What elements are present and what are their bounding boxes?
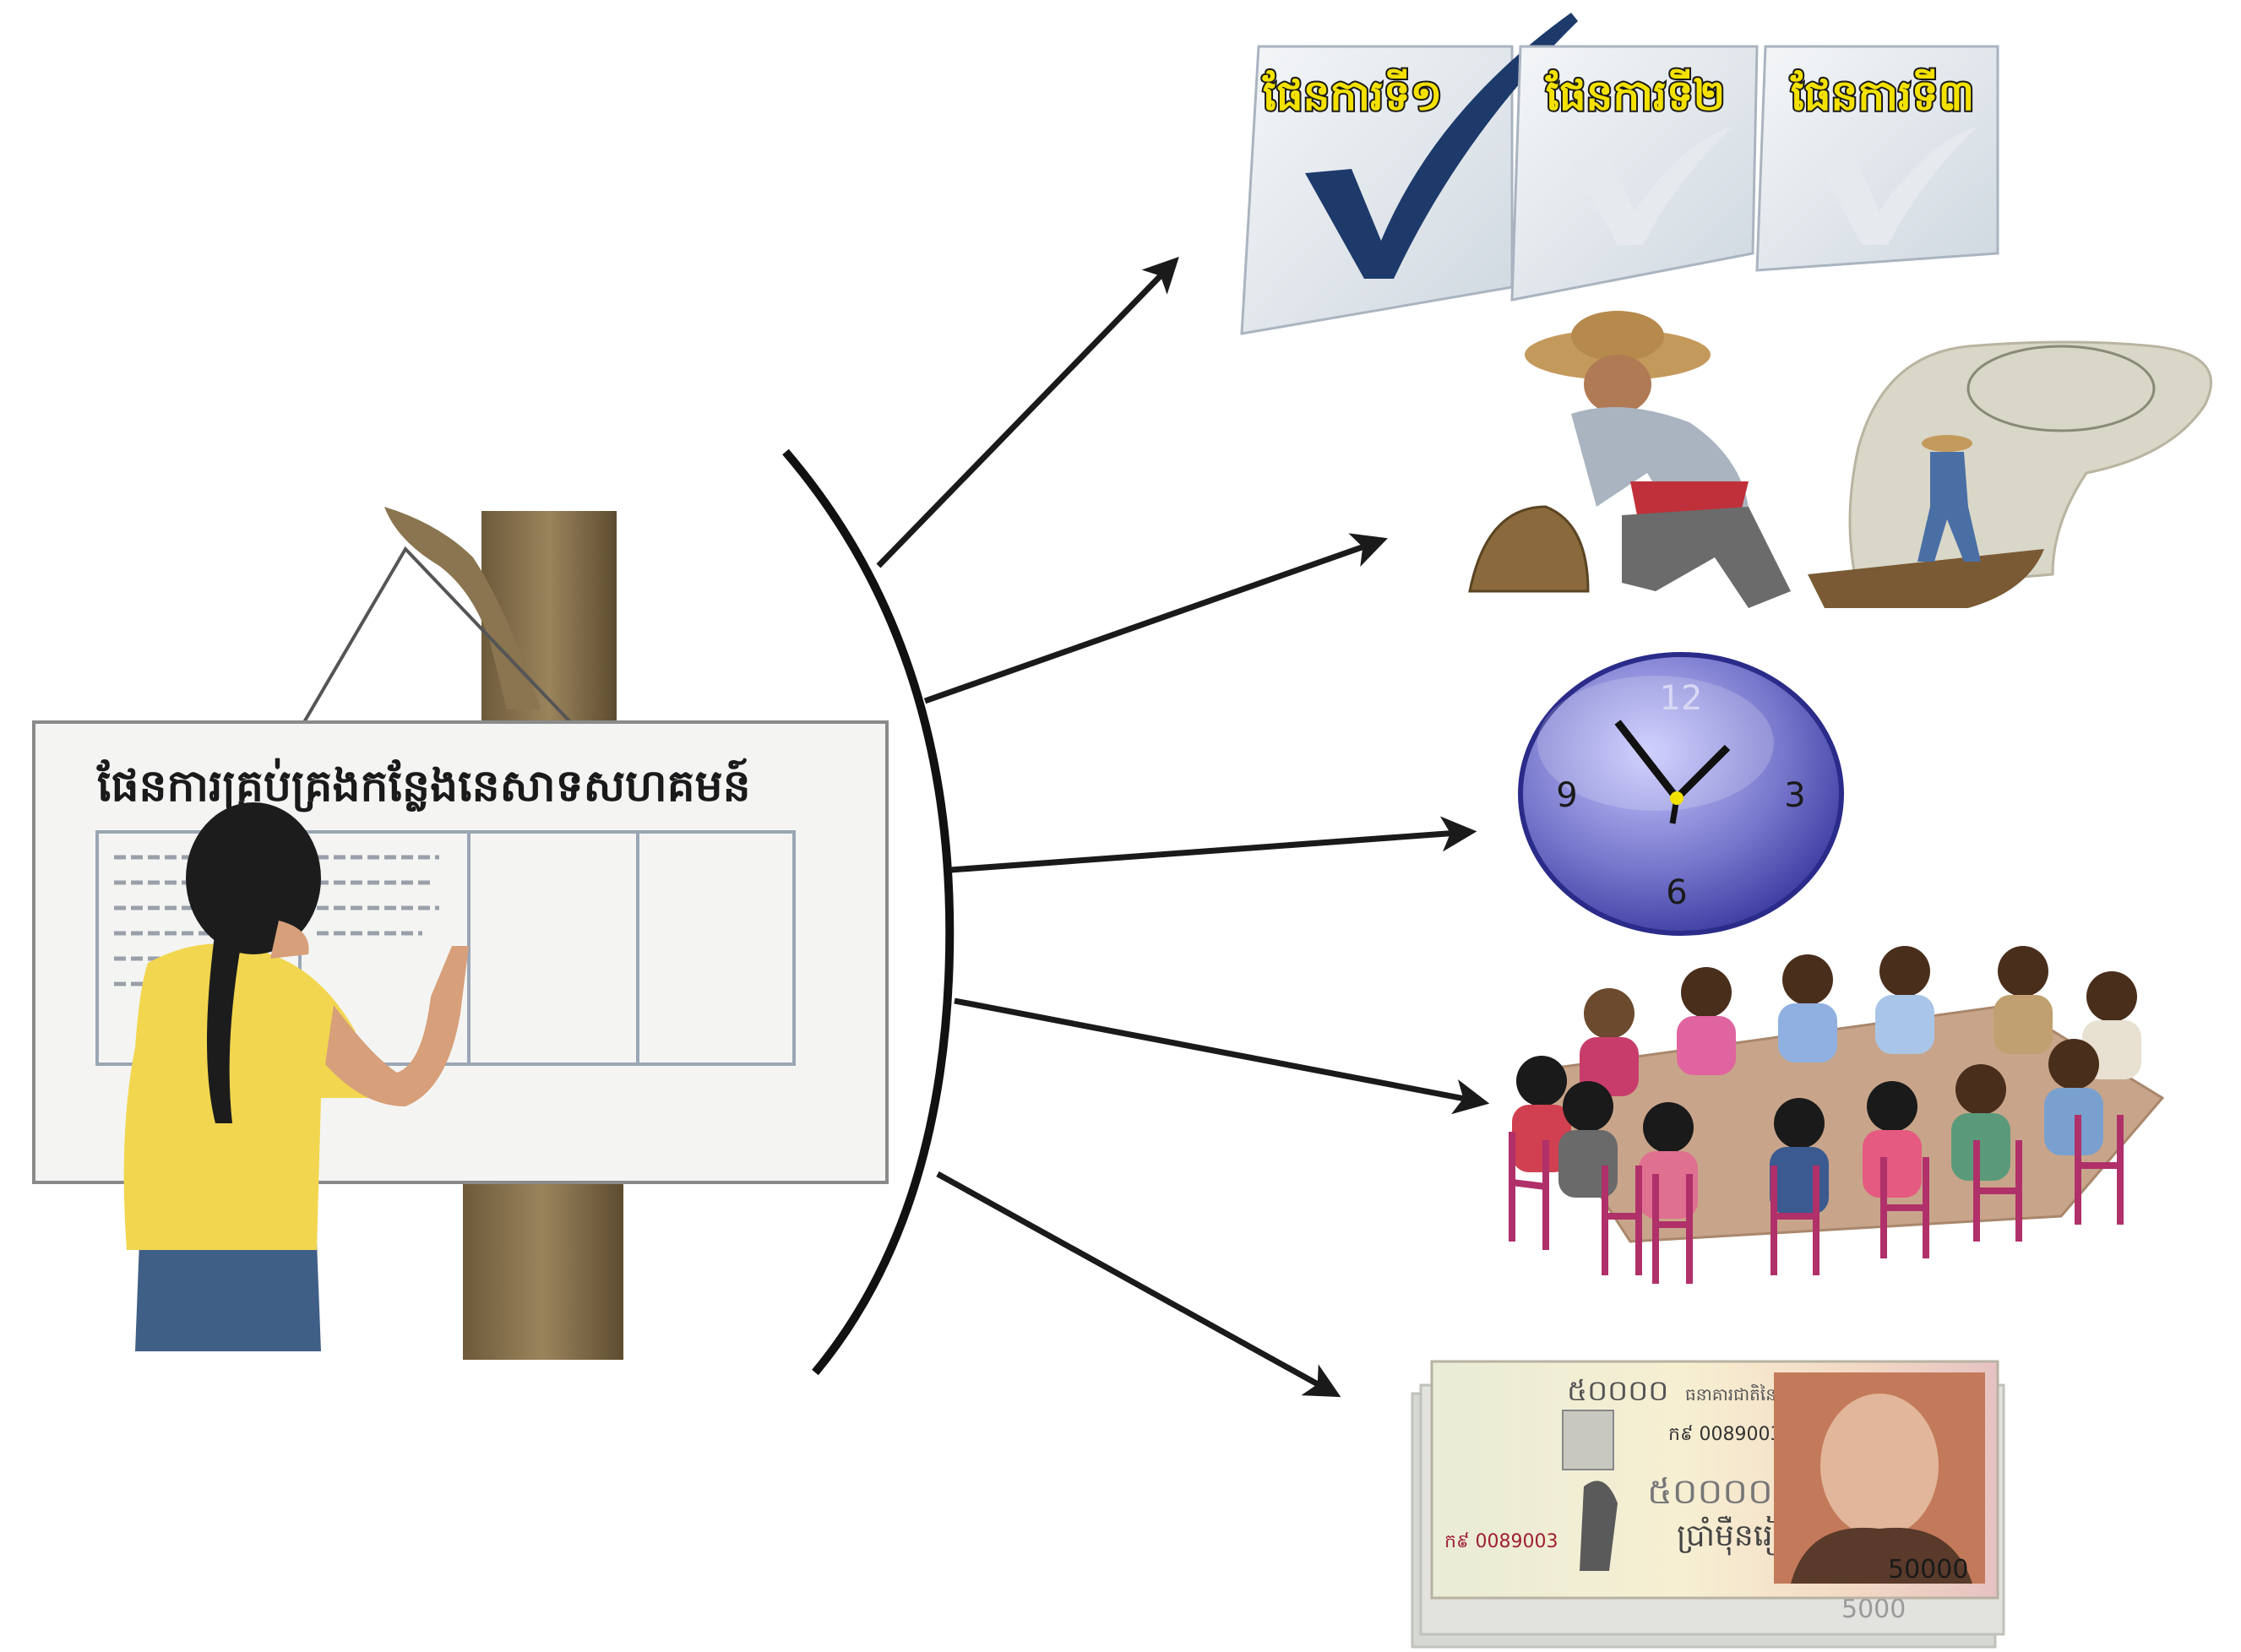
arrow-to-plans [876, 256, 1179, 568]
banknote-denomination-top: ៥០០០០ [1567, 1374, 1668, 1408]
banknote-denomination-bottom: 50000 [1888, 1555, 1968, 1584]
fish-trap-icon [1468, 505, 1590, 593]
arrow-to-fishing [923, 533, 1388, 704]
clock-hand-minute [1614, 720, 1680, 801]
clock-num-6: 6 [1666, 873, 1687, 912]
banknote-serial-bottom: ក៩ 0089003 [1444, 1531, 1558, 1552]
plan-card-1: ផែនការទី១ [1240, 13, 1578, 335]
meeting-illustration [1509, 946, 2165, 1284]
banknote-under-stack-value: 5000 [1841, 1595, 1906, 1624]
plan-card-3: ផែនការទី៣ [1755, 45, 1999, 272]
woman-shirt [123, 943, 372, 1250]
board-title: ផែនការគ្រប់គ្រងកន្លែងនេសាទសហគមន៍ [96, 758, 751, 812]
meeting-chairs [1509, 1115, 2124, 1284]
fishing-illustration [1468, 311, 2212, 608]
tree-trunk-bottom [463, 1166, 623, 1360]
banknote-small-portrait [1562, 1410, 1614, 1470]
banknote-stack: 5000 ៥០០០០ ធនាគារជាតិនៃកម្ពុជា ក៩ 008900… [1411, 1360, 2005, 1649]
plan-card-2: ផែនការទី២ [1510, 45, 1759, 302]
boat [1808, 549, 2044, 608]
clock-center [1670, 791, 1683, 805]
woman-skirt [135, 1242, 321, 1351]
meeting-participants [1512, 946, 2141, 1219]
portrait-face [1820, 1394, 1939, 1537]
clock-icon: 12 3 6 9 [1518, 652, 1844, 936]
boat-fisherman-hat [1922, 435, 1972, 452]
bracket-curve [782, 448, 955, 1376]
hanging-string [302, 546, 576, 728]
tree-branch [384, 507, 541, 709]
arrow-to-clock [949, 816, 1477, 873]
notice-board-illustration: ផែនការគ្រប់គ្រងកន្លែងនេសាទសហគមន៍ [32, 507, 889, 1360]
clock-num-3: 3 [1784, 776, 1805, 815]
banknote-serial-top: ក៩ 0089003 [1668, 1424, 1782, 1445]
plan-cards: ផែនការទី១ ផែនការទី២ ផែនការទី៣ [1240, 13, 1999, 335]
woman-neck [270, 921, 309, 959]
portrait-suit [1791, 1527, 1972, 1584]
woman-head [186, 802, 321, 954]
clock-hand-hour [1673, 744, 1731, 802]
plan-card-2-label: ផែនការទី២ [1545, 68, 1725, 120]
faded-check-icon [1571, 127, 1732, 245]
woman-ponytail [207, 929, 241, 1123]
faded-check-icon [1816, 127, 1977, 245]
casting-net [1966, 345, 2156, 432]
checkmark-icon [1305, 13, 1578, 279]
arrow-to-meeting [954, 997, 1490, 1115]
plan-card-3-label: ផែនការទី៣ [1790, 68, 1974, 120]
woman-arm [325, 946, 469, 1106]
boat-fisherman [1917, 452, 1981, 562]
banknote-denomination-mid: ៥០០០០ [1647, 1470, 1773, 1512]
clock-num-12: 12 [1660, 679, 1703, 718]
clock-num-9: 9 [1556, 776, 1577, 815]
naga-emblem-icon [1580, 1481, 1618, 1571]
woman-writing [123, 802, 469, 1351]
fisherman-pants [1622, 507, 1791, 608]
plan-card-1-label: ផែនការទី១ [1262, 68, 1442, 120]
arrow-to-money [936, 1171, 1341, 1398]
arrows [876, 256, 1490, 1398]
fisherman-head [1584, 355, 1651, 414]
